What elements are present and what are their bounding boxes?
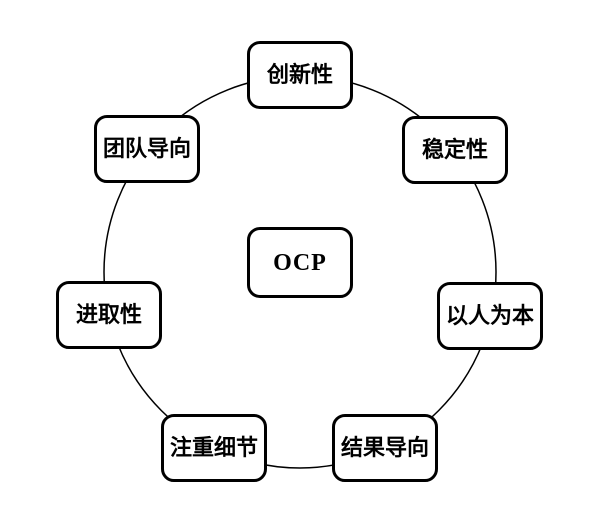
node-aggressiveness: 进取性 [56,281,162,349]
node-label: 注重细节 [169,435,258,460]
node-attention-to-detail: 注重细节 [161,414,267,482]
node-center-ocp: OCP [247,227,353,298]
node-label: 创新性 [266,62,333,87]
node-label: 结果导向 [340,435,429,460]
node-label: 团队导向 [102,136,191,161]
node-label: 进取性 [75,302,142,327]
node-team-orientation: 团队导向 [94,115,200,183]
node-result-oriented: 结果导向 [332,414,438,482]
node-stability: 稳定性 [402,116,508,184]
node-innovation: 创新性 [247,41,353,109]
node-people-oriented: 以人为本 [437,282,543,350]
node-label: 以人为本 [445,303,534,328]
node-label: OCP [273,249,327,276]
node-label: 稳定性 [421,137,488,162]
